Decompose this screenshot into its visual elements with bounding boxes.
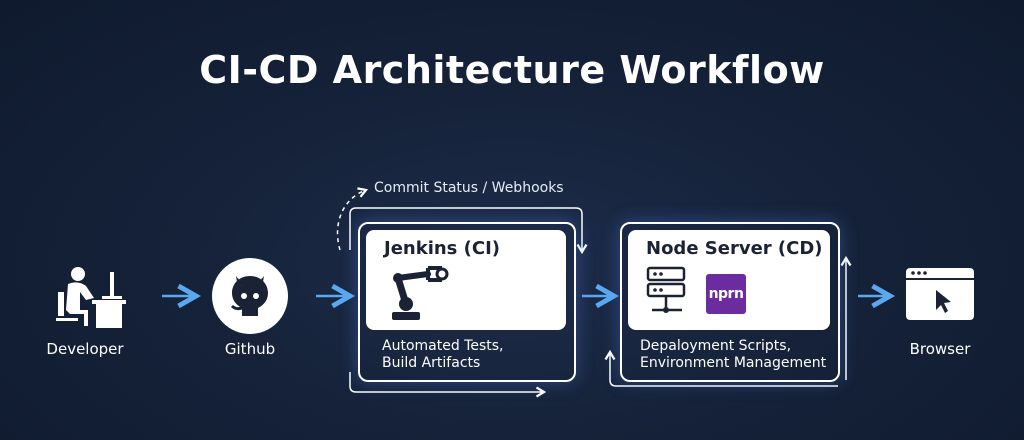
robot-arm-icon <box>384 264 454 328</box>
node-bottom-loop <box>604 349 838 387</box>
jenkins-desc-1: Automated Tests, <box>382 338 504 354</box>
diagram-title: CI-CD Architecture Workflow <box>199 48 825 92</box>
jenkins-title: Jenkins (CI) <box>384 238 501 259</box>
jenkins-stage <box>358 222 576 382</box>
developer-desk-icon <box>50 262 130 334</box>
webhook-label: Commit Status / Webhooks <box>374 180 564 196</box>
jenkins-top-loop <box>349 207 588 255</box>
node-server-title: Node Server (CD) <box>646 238 823 259</box>
jenkins-desc-2: Build Artifacts <box>382 355 481 371</box>
node-server-desc-1: Depaloyment Scripts, <box>640 338 792 354</box>
server-rack-icon <box>646 266 690 324</box>
github-label: Github <box>224 340 276 358</box>
node-server-desc-2: Environment Management <box>640 355 827 371</box>
npm-badge-icon: nprn <box>706 274 746 314</box>
browser-label: Browser <box>909 340 971 358</box>
developer-label: Developer <box>46 340 124 358</box>
jenkins-bottom-loop <box>349 372 547 398</box>
browser-window-icon <box>904 266 976 326</box>
github-icon <box>212 258 288 338</box>
node-server-stage <box>620 222 840 382</box>
webhook-dashed-arrow <box>336 187 369 251</box>
